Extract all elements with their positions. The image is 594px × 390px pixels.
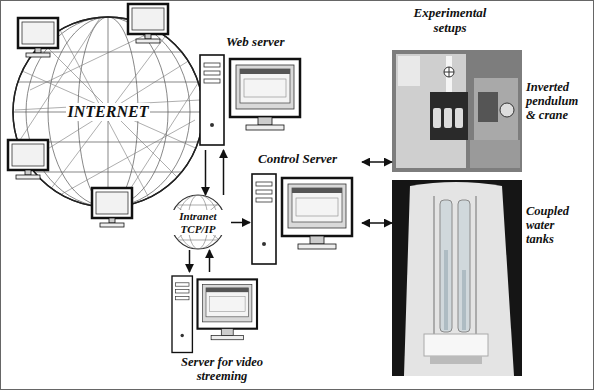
connector-arrow <box>362 161 392 163</box>
node-label: Server for video streeming <box>172 355 272 383</box>
web-server-computer <box>200 55 300 145</box>
text-holder: Web server <box>226 35 302 50</box>
intranet-globe <box>160 195 236 249</box>
node-label: Inverted pendulum & crane <box>526 80 588 122</box>
text-holder: Control Server <box>258 152 358 167</box>
text-holder: Intranet TCP/IP <box>165 195 231 250</box>
text-holder: Inverted pendulum & crane <box>526 80 588 122</box>
connector-arrow <box>209 250 211 272</box>
connector-arrow <box>231 222 250 224</box>
connector-arrow <box>362 222 392 224</box>
node-label: Control Server <box>258 152 358 167</box>
pendulum-photo <box>392 50 522 172</box>
group-heading: Experimental setups <box>405 6 495 35</box>
node-label: Intranet TCP/IP <box>169 210 227 235</box>
node-label: INTERNET <box>66 103 151 121</box>
pendulum-setup: Inverted pendulum & crane <box>392 50 590 172</box>
web-server: Web server <box>198 35 302 150</box>
client-computers <box>8 4 168 227</box>
connector-arrow <box>223 150 225 195</box>
node-label: Coupled water tanks <box>526 204 576 246</box>
node-label: Web server <box>226 35 302 50</box>
connector-arrow <box>205 150 207 195</box>
video-server-computer <box>172 276 257 353</box>
control-server: Control Server <box>250 152 362 266</box>
text-holder: INTERNET <box>13 17 203 207</box>
text-holder: Server for video streeming <box>172 355 272 383</box>
water-tanks-photo <box>392 180 522 376</box>
globe <box>0 10 220 210</box>
water-tanks-setup: Coupled water tanks <box>392 180 590 376</box>
video-server: Server for video streeming <box>168 272 278 388</box>
control-server-computer <box>252 174 352 264</box>
intranet-globe: Intranet TCP/IP <box>165 195 231 250</box>
text-holder: Coupled water tanks <box>526 204 576 246</box>
internet-globe: INTERNET <box>13 17 203 207</box>
connector-arrow <box>189 250 191 272</box>
